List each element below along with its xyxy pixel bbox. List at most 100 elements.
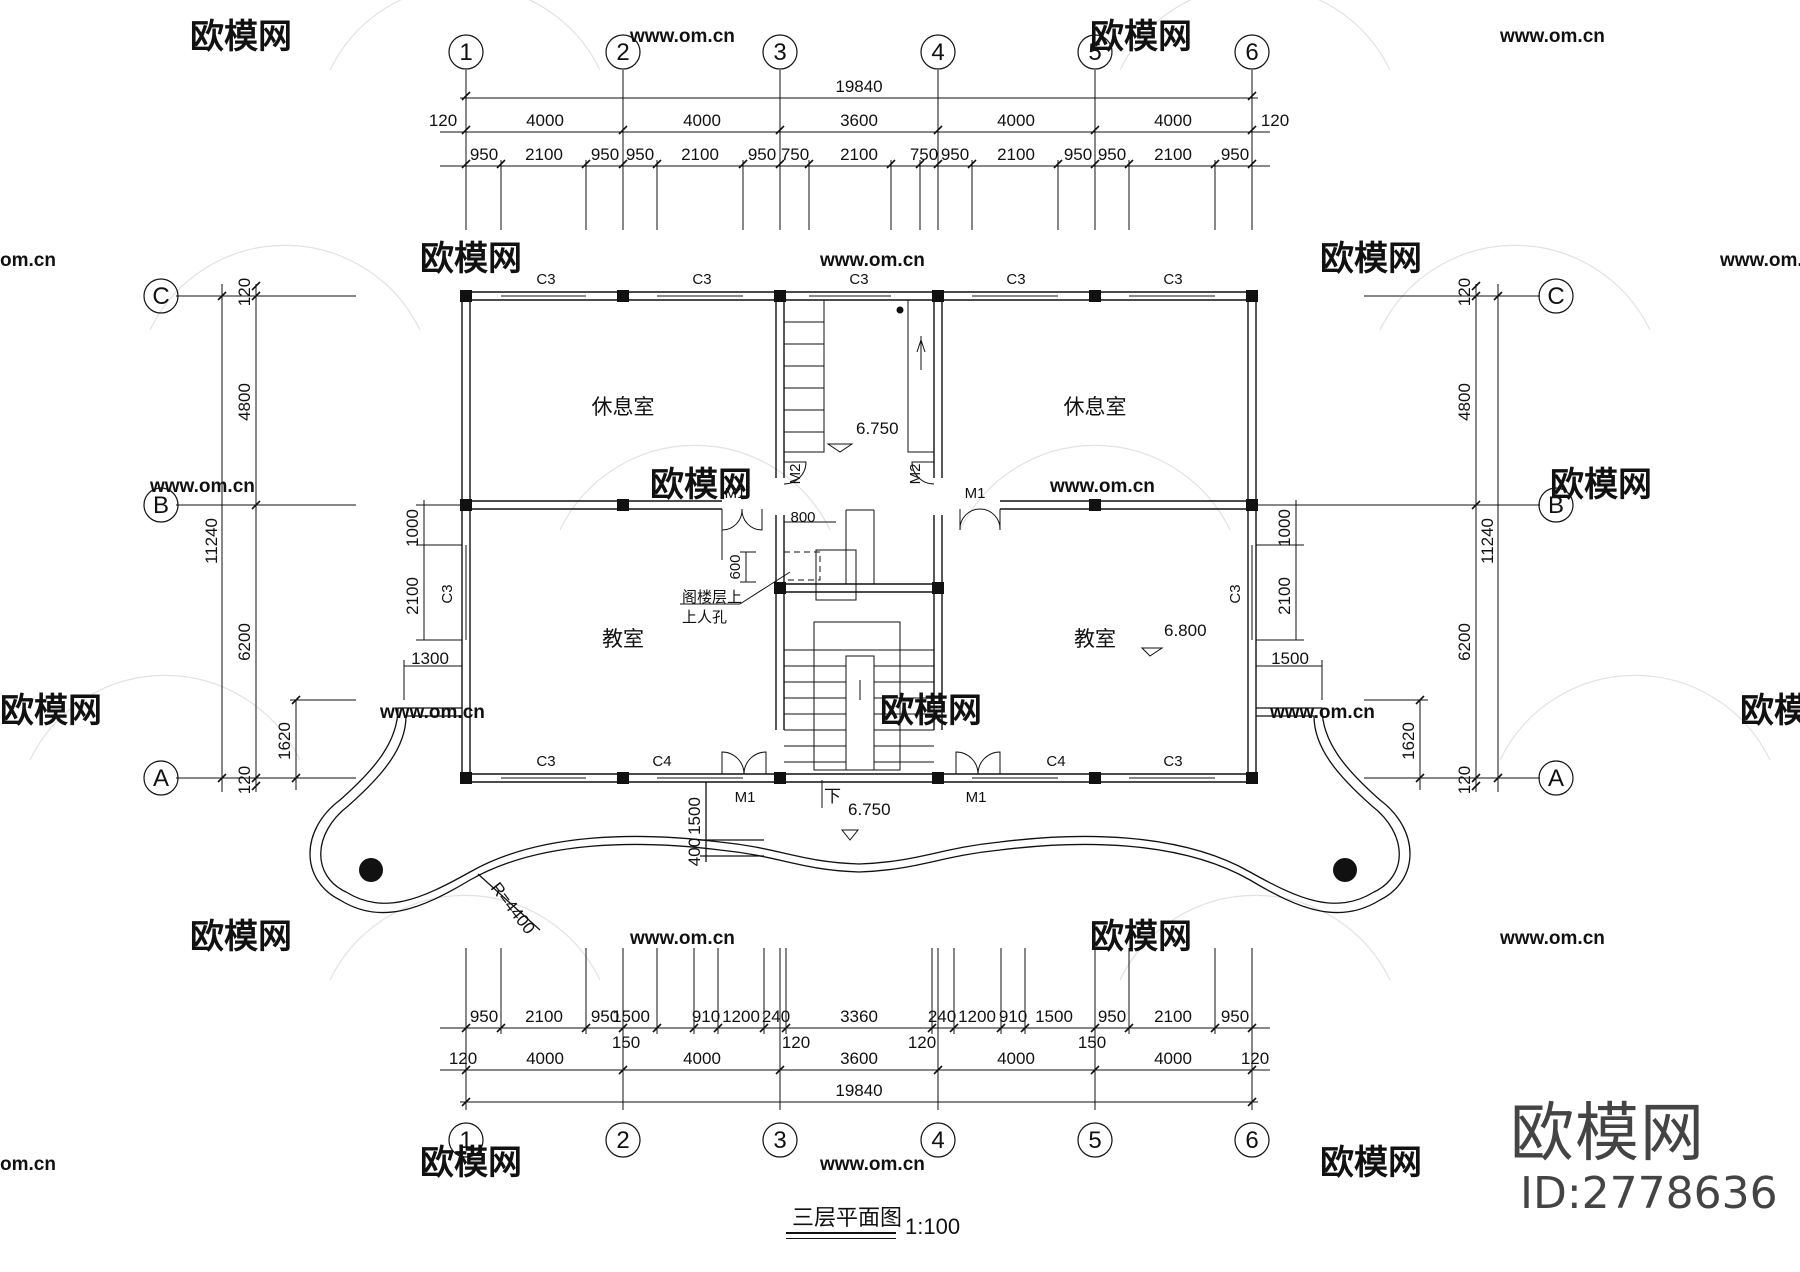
dim-opening: 950 — [591, 145, 619, 164]
dim-right-window: 2100 — [1275, 577, 1294, 615]
grid-label-c: C — [152, 283, 169, 310]
level-stair-landing: 6.750 — [856, 419, 899, 438]
window-label-c4: C4 — [652, 753, 671, 770]
dim-left-top-edge: 120 — [235, 278, 254, 306]
watermark-url: om.cn — [0, 250, 56, 271]
walls — [461, 291, 1257, 783]
room-class-left: 教室 — [602, 628, 644, 651]
dim-opening: 240 — [928, 1007, 956, 1026]
grid-label-6: 6 — [1245, 1127, 1258, 1154]
dim-right-offset: 1500 — [1271, 649, 1309, 668]
dim-left-lower: 6200 — [235, 623, 254, 661]
door-label-m1: M1 — [725, 485, 746, 502]
window-labels: C3 C3 C3 C3 C3 C3 C4 C4 C3 C3 C3 — [439, 271, 1244, 770]
watermark-url: www.om.cn — [629, 26, 735, 47]
dim-opening: 950 — [1221, 145, 1249, 164]
grid-label-b: B — [153, 492, 169, 519]
dim-opening: 2100 — [840, 145, 878, 164]
dim-left-upper: 4800 — [235, 383, 254, 421]
dim-right-bottom-edge: 120 — [1455, 766, 1474, 794]
dim-opening: 950 — [1221, 1007, 1249, 1026]
dim-left-offset: 1300 — [411, 649, 449, 668]
dim-opening: 1500 — [1035, 1007, 1073, 1026]
door-label-m1: M1 — [965, 485, 986, 502]
title-underline — [786, 1232, 896, 1234]
dim-opening: 950 — [941, 145, 969, 164]
dim-left-bottom-edge: 120 — [235, 766, 254, 794]
dim-bay: 4000 — [526, 1049, 564, 1068]
dim-opening: 950 — [1064, 145, 1092, 164]
watermark-url: www.om.cn — [1049, 476, 1155, 497]
grid-label-1: 1 — [459, 1127, 472, 1154]
door-label-m2: M2 — [787, 464, 804, 485]
watermark-url: om.cn — [0, 1154, 56, 1175]
dim-bay: 4000 — [997, 1049, 1035, 1068]
bottom-dimension-text: 950 2100 950 1500 910 1200 240 3360 240 … — [449, 1007, 1269, 1100]
drawing-title: 三层平面图 — [792, 1206, 903, 1231]
door-labels: M1 M1 M1 M1 M2 M2 — [725, 464, 987, 806]
dim-edge: 120 — [782, 1033, 810, 1052]
dim-balcony-radius: R=4400 — [487, 879, 539, 938]
dim-opening: 2100 — [997, 145, 1035, 164]
dim-opening: 950 — [1098, 145, 1126, 164]
side-window-dims — [403, 500, 1323, 700]
grid-label-5: 5 — [1088, 39, 1101, 66]
watermark-url: www.om.cn — [1499, 928, 1605, 949]
axis-lines — [176, 70, 1540, 1110]
watermark-url: www.om.cn — [1719, 250, 1800, 271]
level-balcony: 6.750 — [848, 800, 891, 819]
dim-right-lower: 6200 — [1455, 623, 1474, 661]
watermark-text: 欧模网 — [1320, 240, 1422, 278]
grid-label-3: 3 — [773, 1127, 786, 1154]
dim-opening: 950 — [1098, 1007, 1126, 1026]
watermark-text: 欧模网 — [190, 18, 292, 56]
dim-opening: 2100 — [525, 145, 563, 164]
doors — [721, 461, 1001, 775]
door-label-m1: M1 — [966, 789, 987, 806]
dim-right-upper: 4800 — [1455, 383, 1474, 421]
grid-label-4: 4 — [931, 39, 944, 66]
dim-opening: 950 — [591, 1007, 619, 1026]
drawing-scale: 1:100 — [905, 1214, 961, 1239]
dim-edge: 120 — [1241, 1049, 1269, 1068]
grid-label-6: 6 — [1245, 39, 1258, 66]
grid-label-5: 5 — [1088, 1127, 1101, 1154]
top-dimension-text: 19840 120 120 4000 4000 3600 4000 4000 9… — [429, 77, 1289, 164]
room-labels: 休息室 休息室 教室 教室 — [592, 396, 1127, 651]
watermark-text: 欧模网 — [1740, 692, 1800, 730]
dim-total-bottom: 19840 — [835, 1081, 882, 1100]
hatch-width: 800 — [790, 509, 815, 526]
dim-edge: 150 — [1078, 1033, 1106, 1052]
balcony-dim-text: 1500 400 R=4400 — [487, 797, 704, 938]
grid-label-b: B — [1548, 492, 1564, 519]
watermark-url: www.om.cn — [629, 928, 735, 949]
dim-opening: 1200 — [958, 1007, 996, 1026]
window-label-c3: C3 — [439, 584, 456, 603]
watermark-url: www.om.cn — [1499, 26, 1605, 47]
dim-opening: 750 — [910, 145, 938, 164]
grid-label-2: 2 — [616, 1127, 629, 1154]
dim-edge-left: 120 — [429, 111, 457, 130]
side-dimension-text: 11240 4800 6200 120 120 1620 11240 4800 … — [202, 278, 1497, 794]
side-window-dim-text: 1000 2100 1300 1000 2100 1500 — [403, 509, 1309, 668]
watermark-brand: 欧模网 — [1510, 1097, 1705, 1171]
dim-opening: 2100 — [1154, 1007, 1192, 1026]
dim-opening: 240 — [762, 1007, 790, 1026]
watermark-text: 欧模网 — [0, 692, 102, 730]
windows — [465, 295, 1253, 779]
grid-label-2: 2 — [616, 39, 629, 66]
watermark-layer: 欧模网 欧模网 www.om.cn www.om.cn 欧模网 欧模网 om.c… — [0, 0, 1800, 1182]
level-markers: 6.750 6.800 6.750 下 — [824, 419, 1207, 819]
watermark-text: 欧模网 — [190, 918, 292, 956]
dim-bay: 3600 — [840, 1049, 878, 1068]
watermark-url: www.om.cn — [819, 250, 925, 271]
attic-hatch — [680, 520, 836, 605]
dim-bay: 4000 — [683, 1049, 721, 1068]
window-label-c3: C3 — [1227, 584, 1244, 603]
window-label-c3: C3 — [1163, 753, 1182, 770]
dim-balcony-rail: 400 — [685, 838, 704, 866]
window-label-c3: C3 — [1163, 271, 1182, 288]
dim-balcony-depth: 1500 — [685, 797, 704, 835]
dim-opening: 950 — [626, 145, 654, 164]
watermark-text: 欧模网 — [1550, 466, 1652, 504]
